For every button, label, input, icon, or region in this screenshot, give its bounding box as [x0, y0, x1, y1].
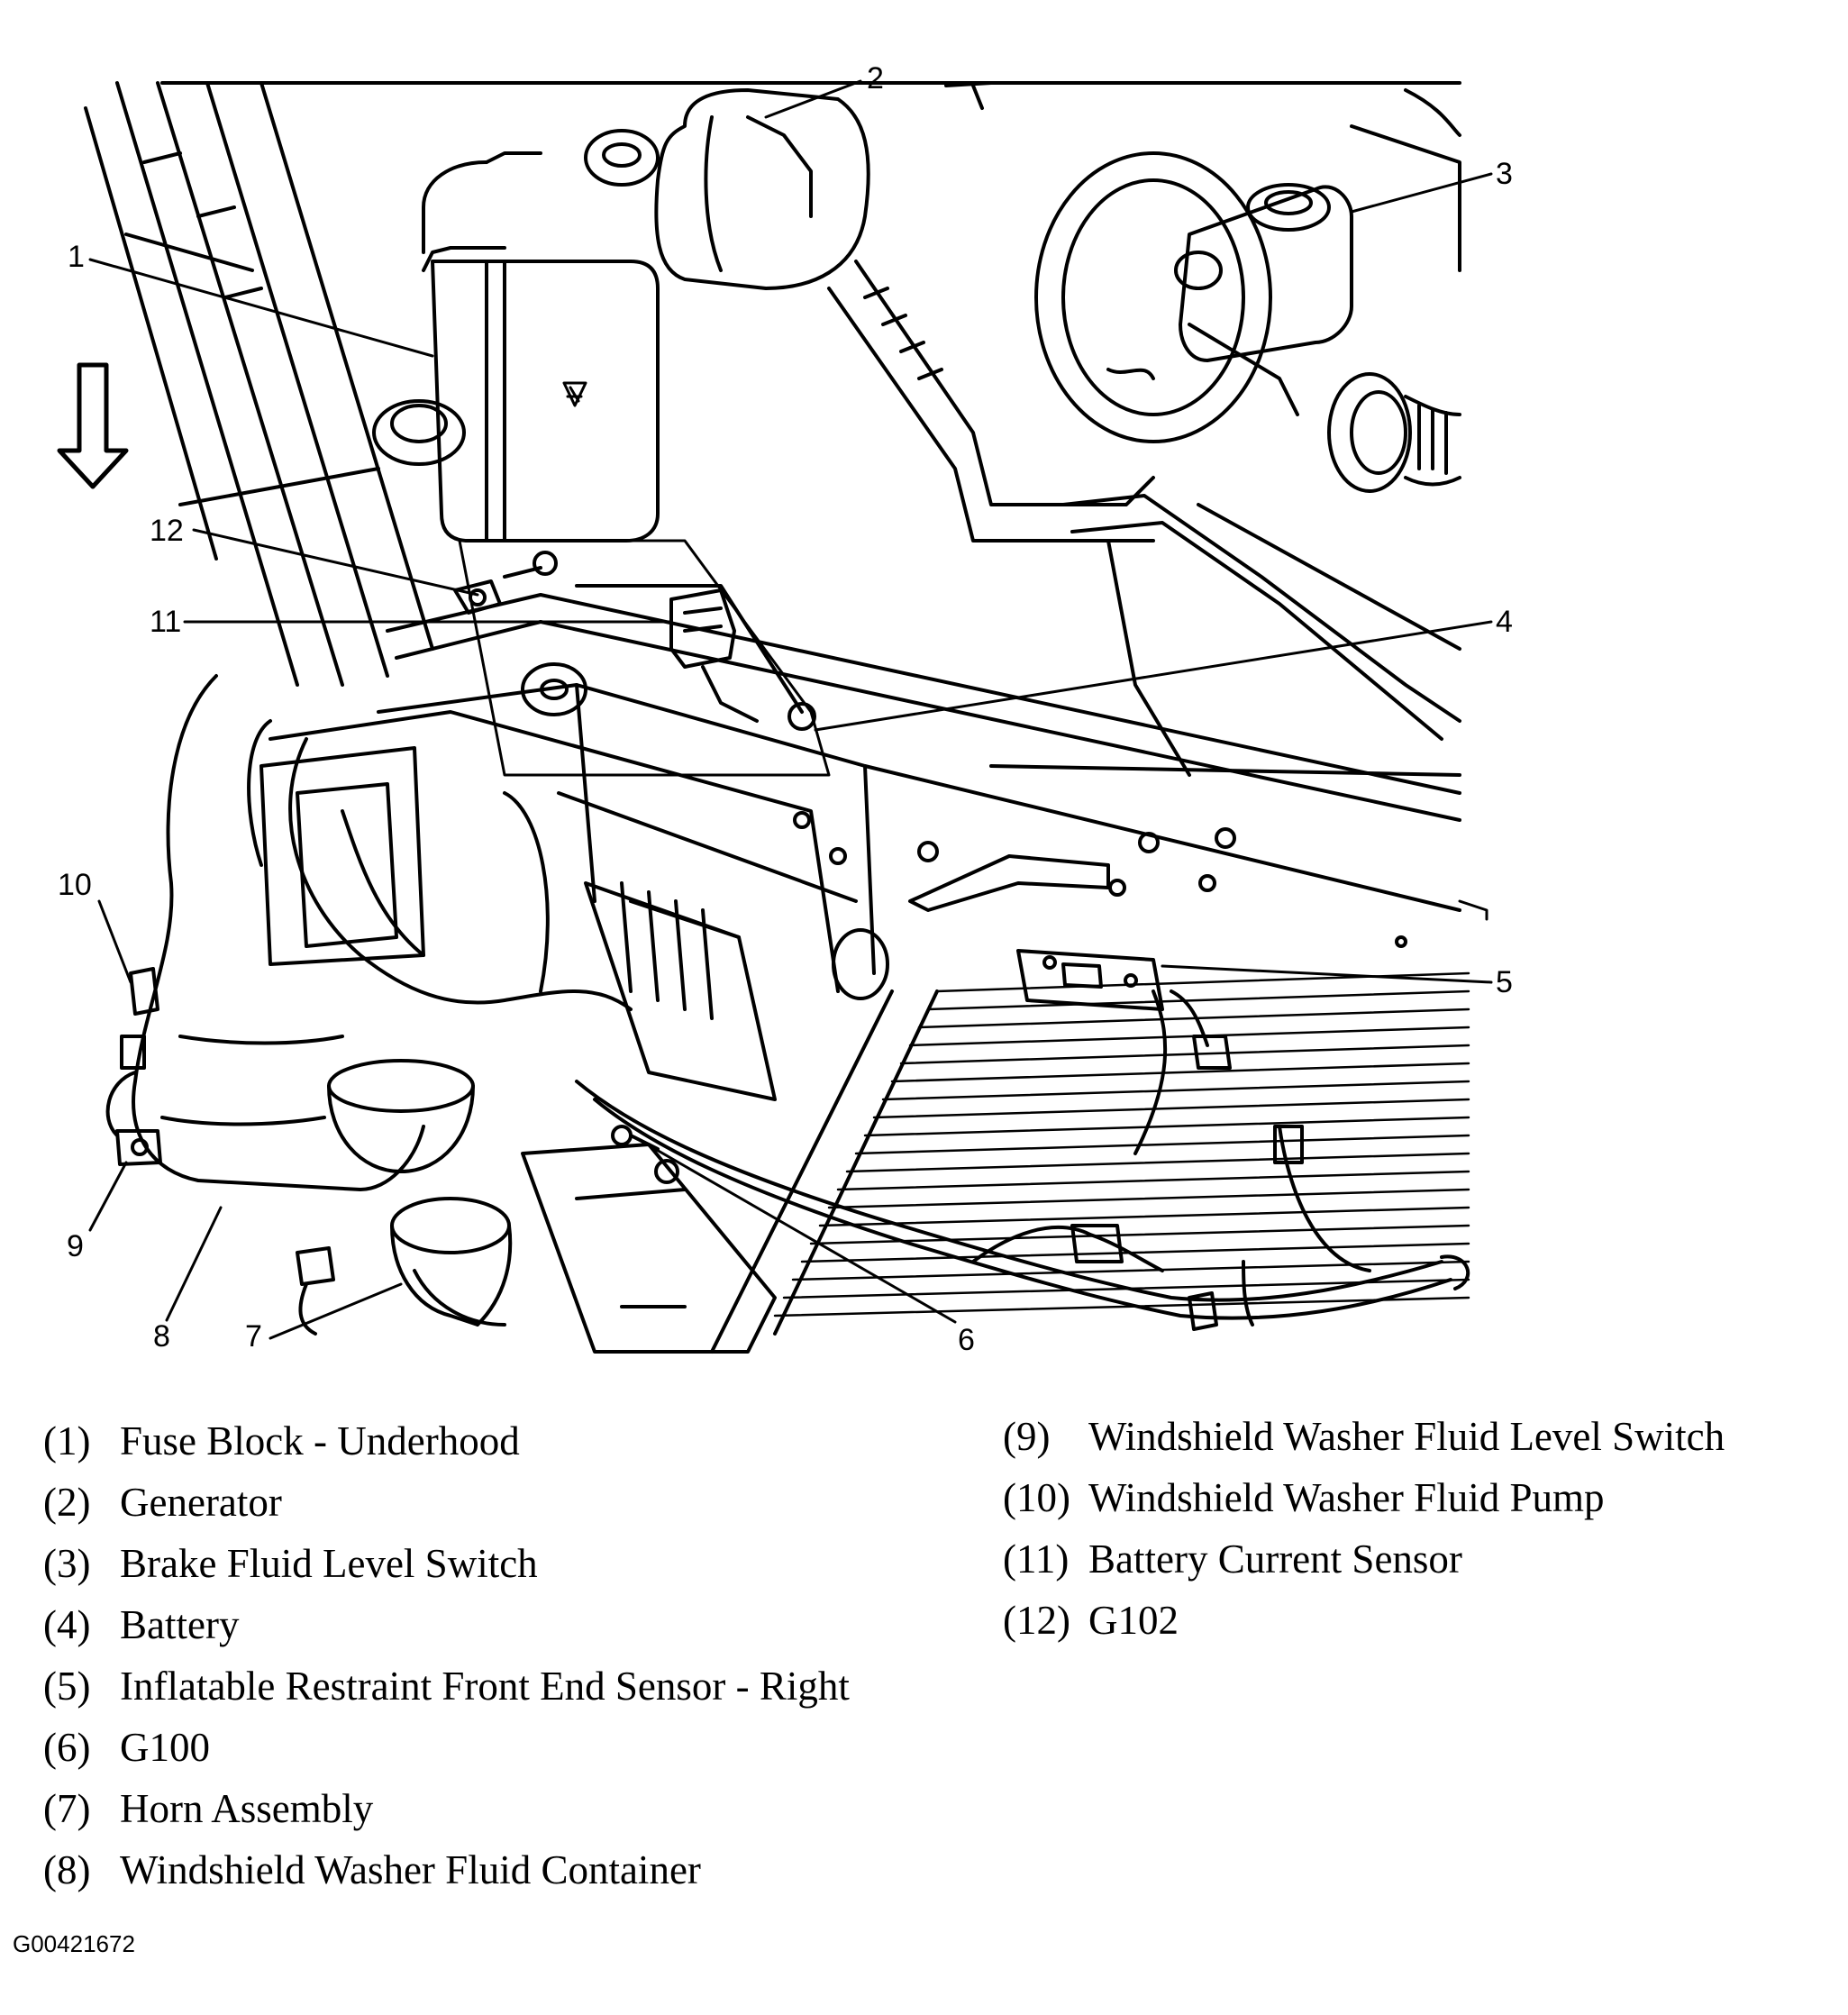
callout-3: 3 — [1496, 157, 1513, 191]
legend-item: (2) Generator — [43, 1472, 850, 1533]
horn-assembly — [327, 1059, 513, 1327]
legend-item: (9) Windshield Washer Fluid Level Switch — [1003, 1406, 1725, 1467]
leader-10 — [97, 899, 132, 984]
legend-text: Brake Fluid Level Switch — [120, 1541, 538, 1586]
legend-number: (11) — [1003, 1536, 1070, 1582]
engine-bay-illustration — [57, 79, 1493, 1354]
legend-item: (12) G102 — [1003, 1590, 1725, 1651]
legend-item: (11) Battery Current Sensor — [1003, 1528, 1725, 1590]
fender-rails — [84, 81, 434, 687]
legend-number: (7) — [43, 1786, 91, 1831]
callout-8: 8 — [153, 1319, 170, 1354]
cowl-panel — [160, 81, 1461, 272]
legend-text: Battery — [120, 1602, 240, 1647]
legend-text: Generator — [120, 1480, 282, 1525]
washer-container — [132, 674, 425, 1191]
legend-text: Inflatable Restraint Front End Sensor - … — [120, 1664, 850, 1709]
legend-text: Windshield Washer Fluid Container — [120, 1847, 701, 1892]
callout-11: 11 — [150, 605, 182, 639]
washer-pump — [105, 967, 159, 1137]
legend-item: (3) Brake Fluid Level Switch — [43, 1533, 850, 1594]
legend-number: (4) — [43, 1602, 91, 1647]
legend-text: G100 — [120, 1725, 210, 1770]
callout-9: 9 — [67, 1229, 84, 1263]
condenser — [710, 971, 1470, 1354]
washer-fill-cap — [372, 399, 466, 466]
legend-number: (3) — [43, 1541, 91, 1586]
figure-id: G00421672 — [13, 1930, 135, 1957]
legend-number: (8) — [43, 1847, 91, 1892]
leader-2 — [764, 79, 862, 119]
legend-item: (6) G100 — [43, 1717, 850, 1778]
legend-item: (5) Inflatable Restraint Front End Sensor… — [43, 1655, 850, 1717]
frame-rail — [259, 710, 889, 1101]
callout-6: 6 — [958, 1323, 975, 1357]
legend-item: (7) Horn Assembly — [43, 1778, 850, 1839]
legend-text: Windshield Washer Fluid Level Switch — [1088, 1414, 1725, 1459]
leader-7 — [269, 1282, 403, 1340]
legend-number: (1) — [43, 1418, 91, 1463]
battery-current-sensor — [669, 588, 759, 723]
leader-5 — [1161, 964, 1493, 984]
callout-12: 12 — [150, 514, 184, 548]
legend-text: Battery Current Sensor — [1088, 1536, 1462, 1582]
leader-3 — [1350, 172, 1493, 214]
legend-number: (12) — [1003, 1598, 1070, 1643]
legend-number: (5) — [43, 1664, 91, 1709]
fuse-block — [422, 151, 660, 542]
legend-number: (9) — [1003, 1414, 1051, 1459]
air-deflector — [521, 1143, 777, 1354]
leader-6 — [642, 1141, 957, 1324]
leader-1 — [88, 258, 434, 358]
leader-12 — [192, 528, 479, 597]
legend-text: Windshield Washer Fluid Pump — [1088, 1475, 1605, 1520]
leader-lines — [88, 79, 1493, 1340]
radiator-support — [377, 593, 1488, 975]
callout-1: 1 — [68, 240, 85, 274]
washer-level-switch — [115, 1129, 162, 1166]
legend-item: (1) Fuse Block - Underhood — [43, 1410, 850, 1472]
legend-item: (10) Windshield Washer Fluid Pump — [1003, 1467, 1725, 1528]
legend-text: Fuse Block - Underhood — [120, 1418, 520, 1463]
legend-text: Horn Assembly — [120, 1786, 374, 1831]
callout-10: 10 — [58, 868, 92, 902]
forward-arrow-icon — [57, 362, 129, 489]
legend-right-column: (9)Windshield Washer Fluid Level Switch … — [1003, 1406, 1725, 1651]
brake-booster — [1034, 151, 1272, 443]
master-cylinder — [1179, 183, 1353, 416]
callout-2: 2 — [867, 61, 884, 96]
legend-number: (10) — [1003, 1475, 1070, 1520]
leader-4 — [814, 620, 1493, 732]
wiring-harness — [288, 737, 1470, 1331]
horn-connector — [296, 1246, 335, 1336]
legend-text: G102 — [1088, 1598, 1179, 1643]
legend-number: (6) — [43, 1725, 91, 1770]
legend-left-column: (1) Fuse Block - Underhood (2) Generator (… — [43, 1410, 850, 1901]
legend-item: (4) Battery — [43, 1594, 850, 1655]
leader-9 — [88, 1161, 128, 1232]
callout-4: 4 — [1496, 605, 1513, 639]
battery — [458, 539, 831, 777]
front-end-sensor — [1016, 949, 1232, 1155]
generator — [584, 88, 870, 290]
legend-item: (8) Windshield Washer Fluid Container — [43, 1839, 850, 1901]
callout-5: 5 — [1496, 965, 1513, 999]
legend-number: (2) — [43, 1480, 91, 1525]
leader-8 — [165, 1206, 223, 1322]
steering-boot — [1327, 372, 1461, 493]
callout-7: 7 — [245, 1319, 262, 1354]
